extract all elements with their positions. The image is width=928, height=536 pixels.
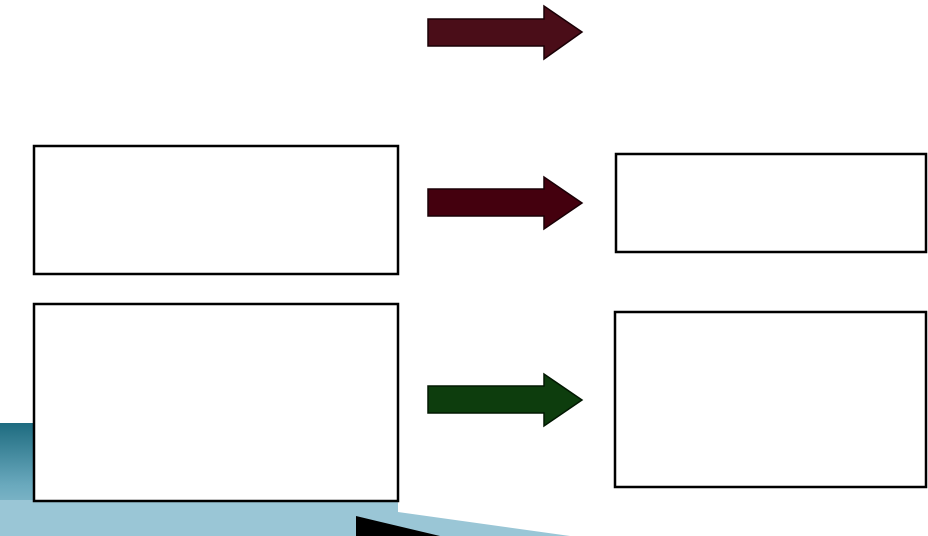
slide-corner-decoration [0,423,570,536]
left-bottom-box [32,302,400,503]
right-bottom-box-label [615,312,926,487]
right-bottom-box [613,310,928,489]
right-top-box-label [616,154,926,252]
left-top-box-label [34,146,398,274]
top-right-arrow-icon [427,4,584,61]
left-top-box [32,144,400,276]
bottom-right-arrow-icon [427,372,584,428]
black-wedge-shape [356,516,440,536]
right-top-box [614,152,928,254]
left-bottom-box-label [34,304,398,501]
middle-right-arrow-icon [427,175,584,231]
teal-band-bottom-shape [0,500,570,536]
